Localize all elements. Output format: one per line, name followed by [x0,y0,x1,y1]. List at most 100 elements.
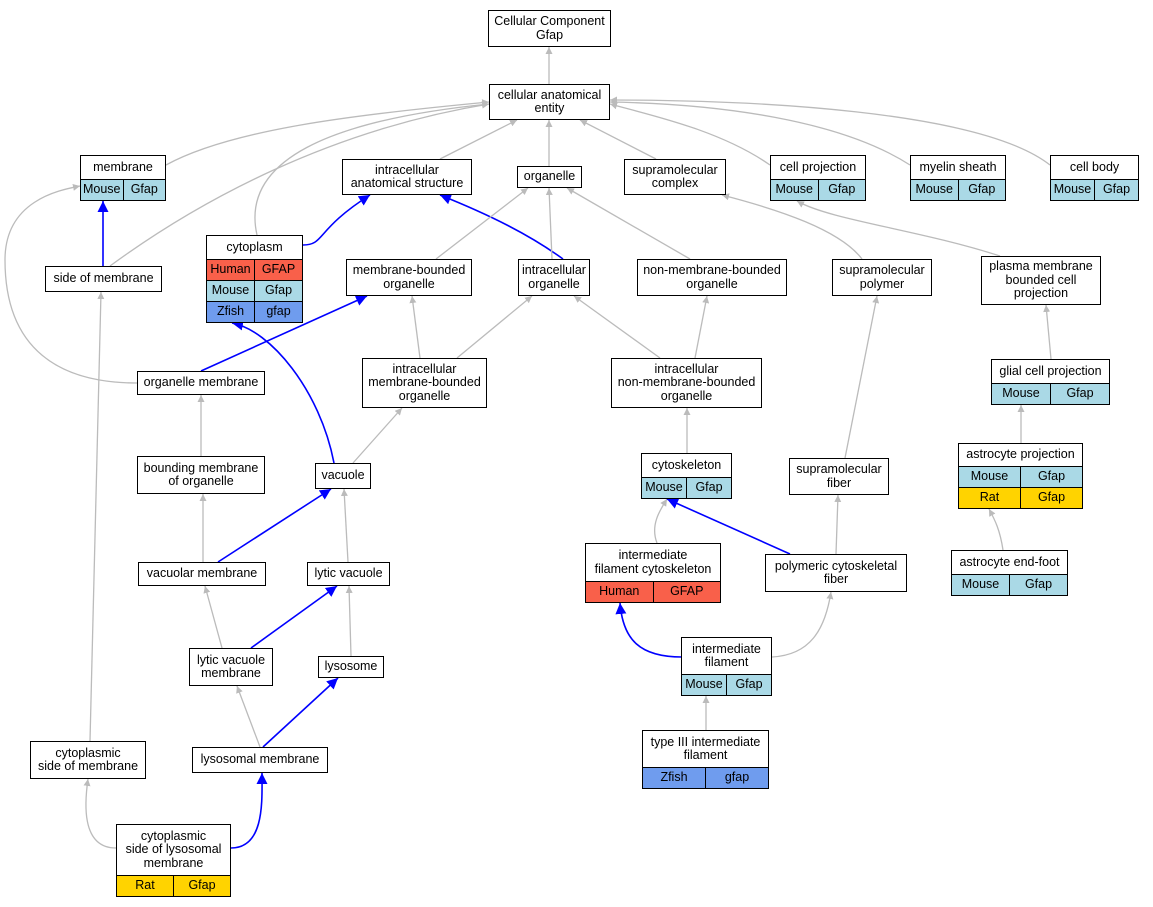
node-bmo[interactable]: bounding membrane of organelle [137,456,265,494]
species-label: Mouse [1002,386,1040,401]
edge-vacmem-to-vacuole [217,488,332,563]
edge-pmbcp-to-cellproj [796,200,1001,257]
edge-aef-to-astroproj [988,508,1004,551]
gene-label: Gfap [686,478,731,498]
node-inmbo[interactable]: intracellular non-membrane-bounded organ… [611,358,762,408]
species-label: Rat [979,490,1000,505]
node-label: cellular anatomical entity [497,87,602,115]
edge-pcf-to-smfiber [834,494,842,555]
edge-sideofmem-to-cae [109,101,490,267]
node-label: cytoplasmic side of membrane [37,745,139,773]
node-organelle[interactable]: organelle [517,166,582,188]
edge-ifc-to-cytoskeleton [653,498,668,544]
gene-label: Gfap [1050,384,1109,404]
species-label: Human [599,584,640,599]
edge-pcf-to-cytoskeleton [666,498,791,555]
node-io[interactable]: intracellular organelle [518,259,590,296]
node-label: lytic vacuole membrane [196,652,266,680]
edge-smc-to-cae [579,119,657,160]
species-label: Mouse [82,182,121,197]
edge-lytvac-to-vacuole [340,488,349,563]
edge-orgmem-to-membrane [4,183,138,384]
edge-lvm-to-lytvac [250,585,338,649]
node-sideofmem[interactable]: side of membrane [45,266,162,292]
node-smc[interactable]: supramolecular complex [624,159,726,195]
node-orgmem[interactable]: organelle membrane [137,371,265,395]
edge-orgmem-to-mbo [200,295,368,372]
edge-imbo-to-mbo [409,295,421,359]
node-label: astrocyte end-foot [959,554,1060,569]
node-label: vacuolar membrane [146,566,258,581]
species-label: Mouse [775,182,814,197]
node-mbo[interactable]: membrane-bounded organelle [346,259,472,296]
species-label: Mouse [685,677,723,692]
edge-cytoplasm-to-ias [302,194,371,246]
node-label: cytoskeleton [651,457,722,472]
edge-csm-to-sideofmem [89,291,105,742]
edge-myelin-to-cae [609,98,911,166]
node-label: intermediate filament [692,641,761,669]
node-pcf[interactable]: polymeric cytoskeletal fiber [765,554,907,592]
gene-label: Gfap [726,675,771,695]
node-label: lytic vacuole [314,566,383,581]
node-nmbo[interactable]: non-membrane-bounded organelle [637,259,787,296]
node-lytvac[interactable]: lytic vacuole [307,562,390,586]
gene-label: Gfap [1020,467,1082,487]
edge-inmbo-to-nmbo [694,295,710,359]
node-vacuole[interactable]: vacuole [315,463,371,489]
node-ias[interactable]: intracellular anatomical structure [342,159,472,195]
node-smfiber[interactable]: supramolecular fiber [789,458,889,495]
gene-label: GFAP [254,260,302,280]
species-label: Mouse [645,480,683,495]
species-label: Zfish [660,770,688,785]
node-vacmem[interactable]: vacuolar membrane [138,562,266,586]
edge-vacuole-to-imbo [352,407,403,464]
edge-if-to-ifc [615,602,683,658]
species-label: Mouse [1053,182,1092,197]
node-cae[interactable]: cellular anatomical entity [489,84,610,120]
node-lysosome[interactable]: lysosome [318,656,384,678]
node-imbo[interactable]: intracellular membrane-bounded organelle [362,358,487,408]
node-smpoly[interactable]: supramolecular polymer [832,259,932,296]
node-label: Cellular Component Gfap [494,14,605,42]
edge-lvm-to-vacmem [203,585,223,649]
node-pmbcp[interactable]: plasma membrane bounded cell projection [981,256,1101,305]
node-csm[interactable]: cytoplasmic side of membrane [30,741,146,779]
species-label: Human [210,262,251,277]
node-lvm[interactable]: lytic vacuole membrane [189,648,273,686]
node-label: myelin sheath [919,159,997,174]
gene-label: Gfap [1009,575,1067,595]
node-label: lysosomal membrane [200,752,320,767]
species-label: Zfish [216,304,245,319]
node-cc[interactable]: Cellular Component Gfap [488,10,611,47]
gene-label: Gfap [1094,180,1138,200]
edge-lysmem-to-lysosome [262,677,339,748]
node-lysmem[interactable]: lysosomal membrane [192,747,328,773]
edge-gcp-to-pmbcp [1043,304,1052,360]
node-label: astrocyte projection [966,447,1075,462]
gene-label: Gfap [1020,488,1082,508]
node-label: intracellular membrane-bounded organelle [368,361,481,403]
node-label: bounding membrane of organelle [143,460,259,488]
